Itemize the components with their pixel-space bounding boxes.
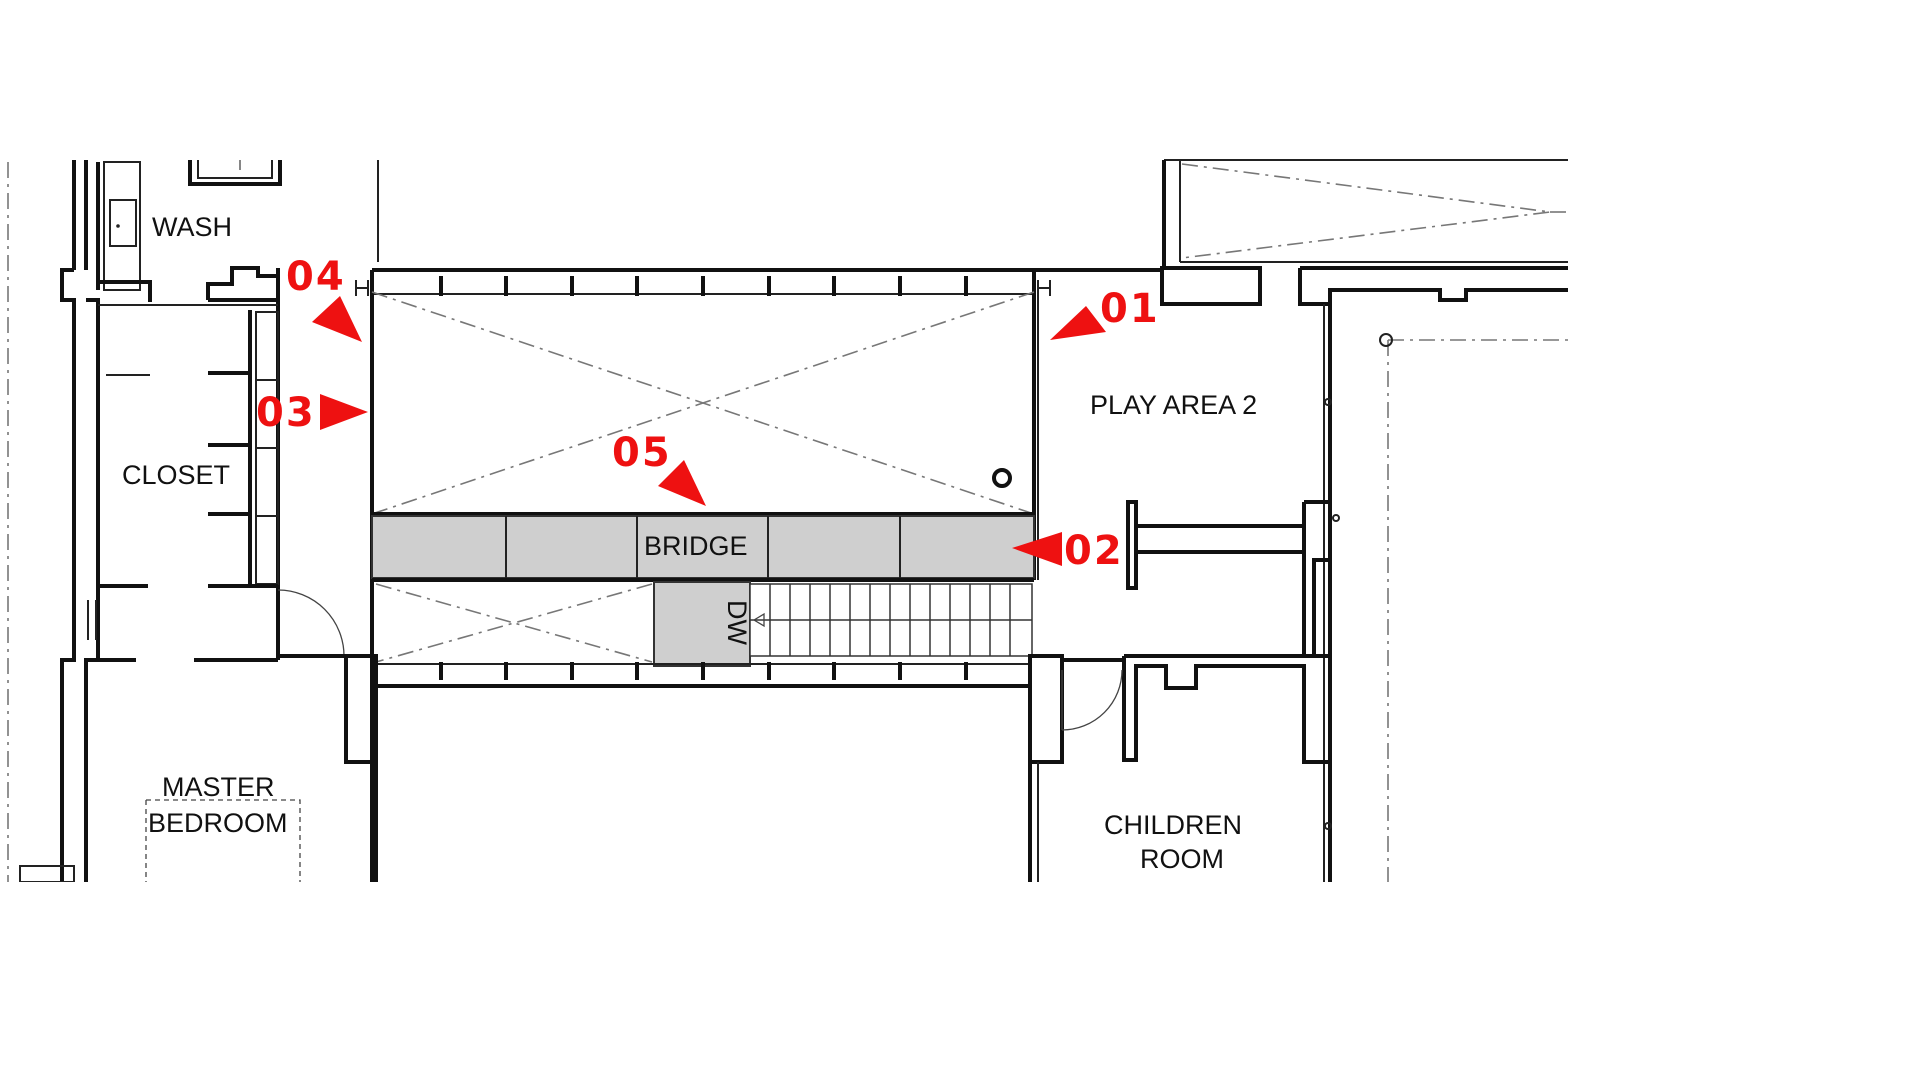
marker-arrow-01 <box>1050 306 1106 340</box>
marker-label-05: 05 <box>612 430 672 476</box>
view-markers: 01 02 03 04 05 <box>256 254 1160 574</box>
marker-label-01: 01 <box>1100 286 1160 332</box>
room-label-children-1: CHILDREN <box>1104 810 1242 840</box>
room-label-play-area: PLAY AREA 2 <box>1090 390 1257 420</box>
bridge-floor <box>371 515 1035 579</box>
dumbwaiter-block <box>653 581 751 667</box>
marker-arrow-04 <box>312 296 362 342</box>
room-label-master-2: BEDROOM <box>148 808 288 838</box>
room-label-closet: CLOSET <box>122 460 230 490</box>
right-wing-walls <box>1061 159 1568 882</box>
marker-arrow-03 <box>320 394 368 430</box>
marker-label-03: 03 <box>256 390 316 436</box>
railing-posts-top <box>439 276 968 296</box>
marker-label-02: 02 <box>1064 528 1124 574</box>
room-label-dw: DW <box>722 600 752 645</box>
railing-posts-bottom <box>439 662 968 680</box>
left-wing-walls <box>19 160 346 882</box>
marker-label-04: 04 <box>286 254 346 300</box>
floor-plan: WASH CLOSET PLAY AREA 2 BRIDGE DW MASTER… <box>7 159 1568 882</box>
room-label-wash: WASH <box>152 212 232 242</box>
stair-treads <box>749 583 1033 657</box>
room-label-master-1: MASTER <box>162 772 275 802</box>
marker-arrow-02 <box>1012 532 1062 566</box>
room-label-bridge: BRIDGE <box>644 531 748 561</box>
room-label-children-2: ROOM <box>1140 844 1224 874</box>
central-void <box>344 160 1160 882</box>
marker-arrow-05 <box>658 460 706 506</box>
